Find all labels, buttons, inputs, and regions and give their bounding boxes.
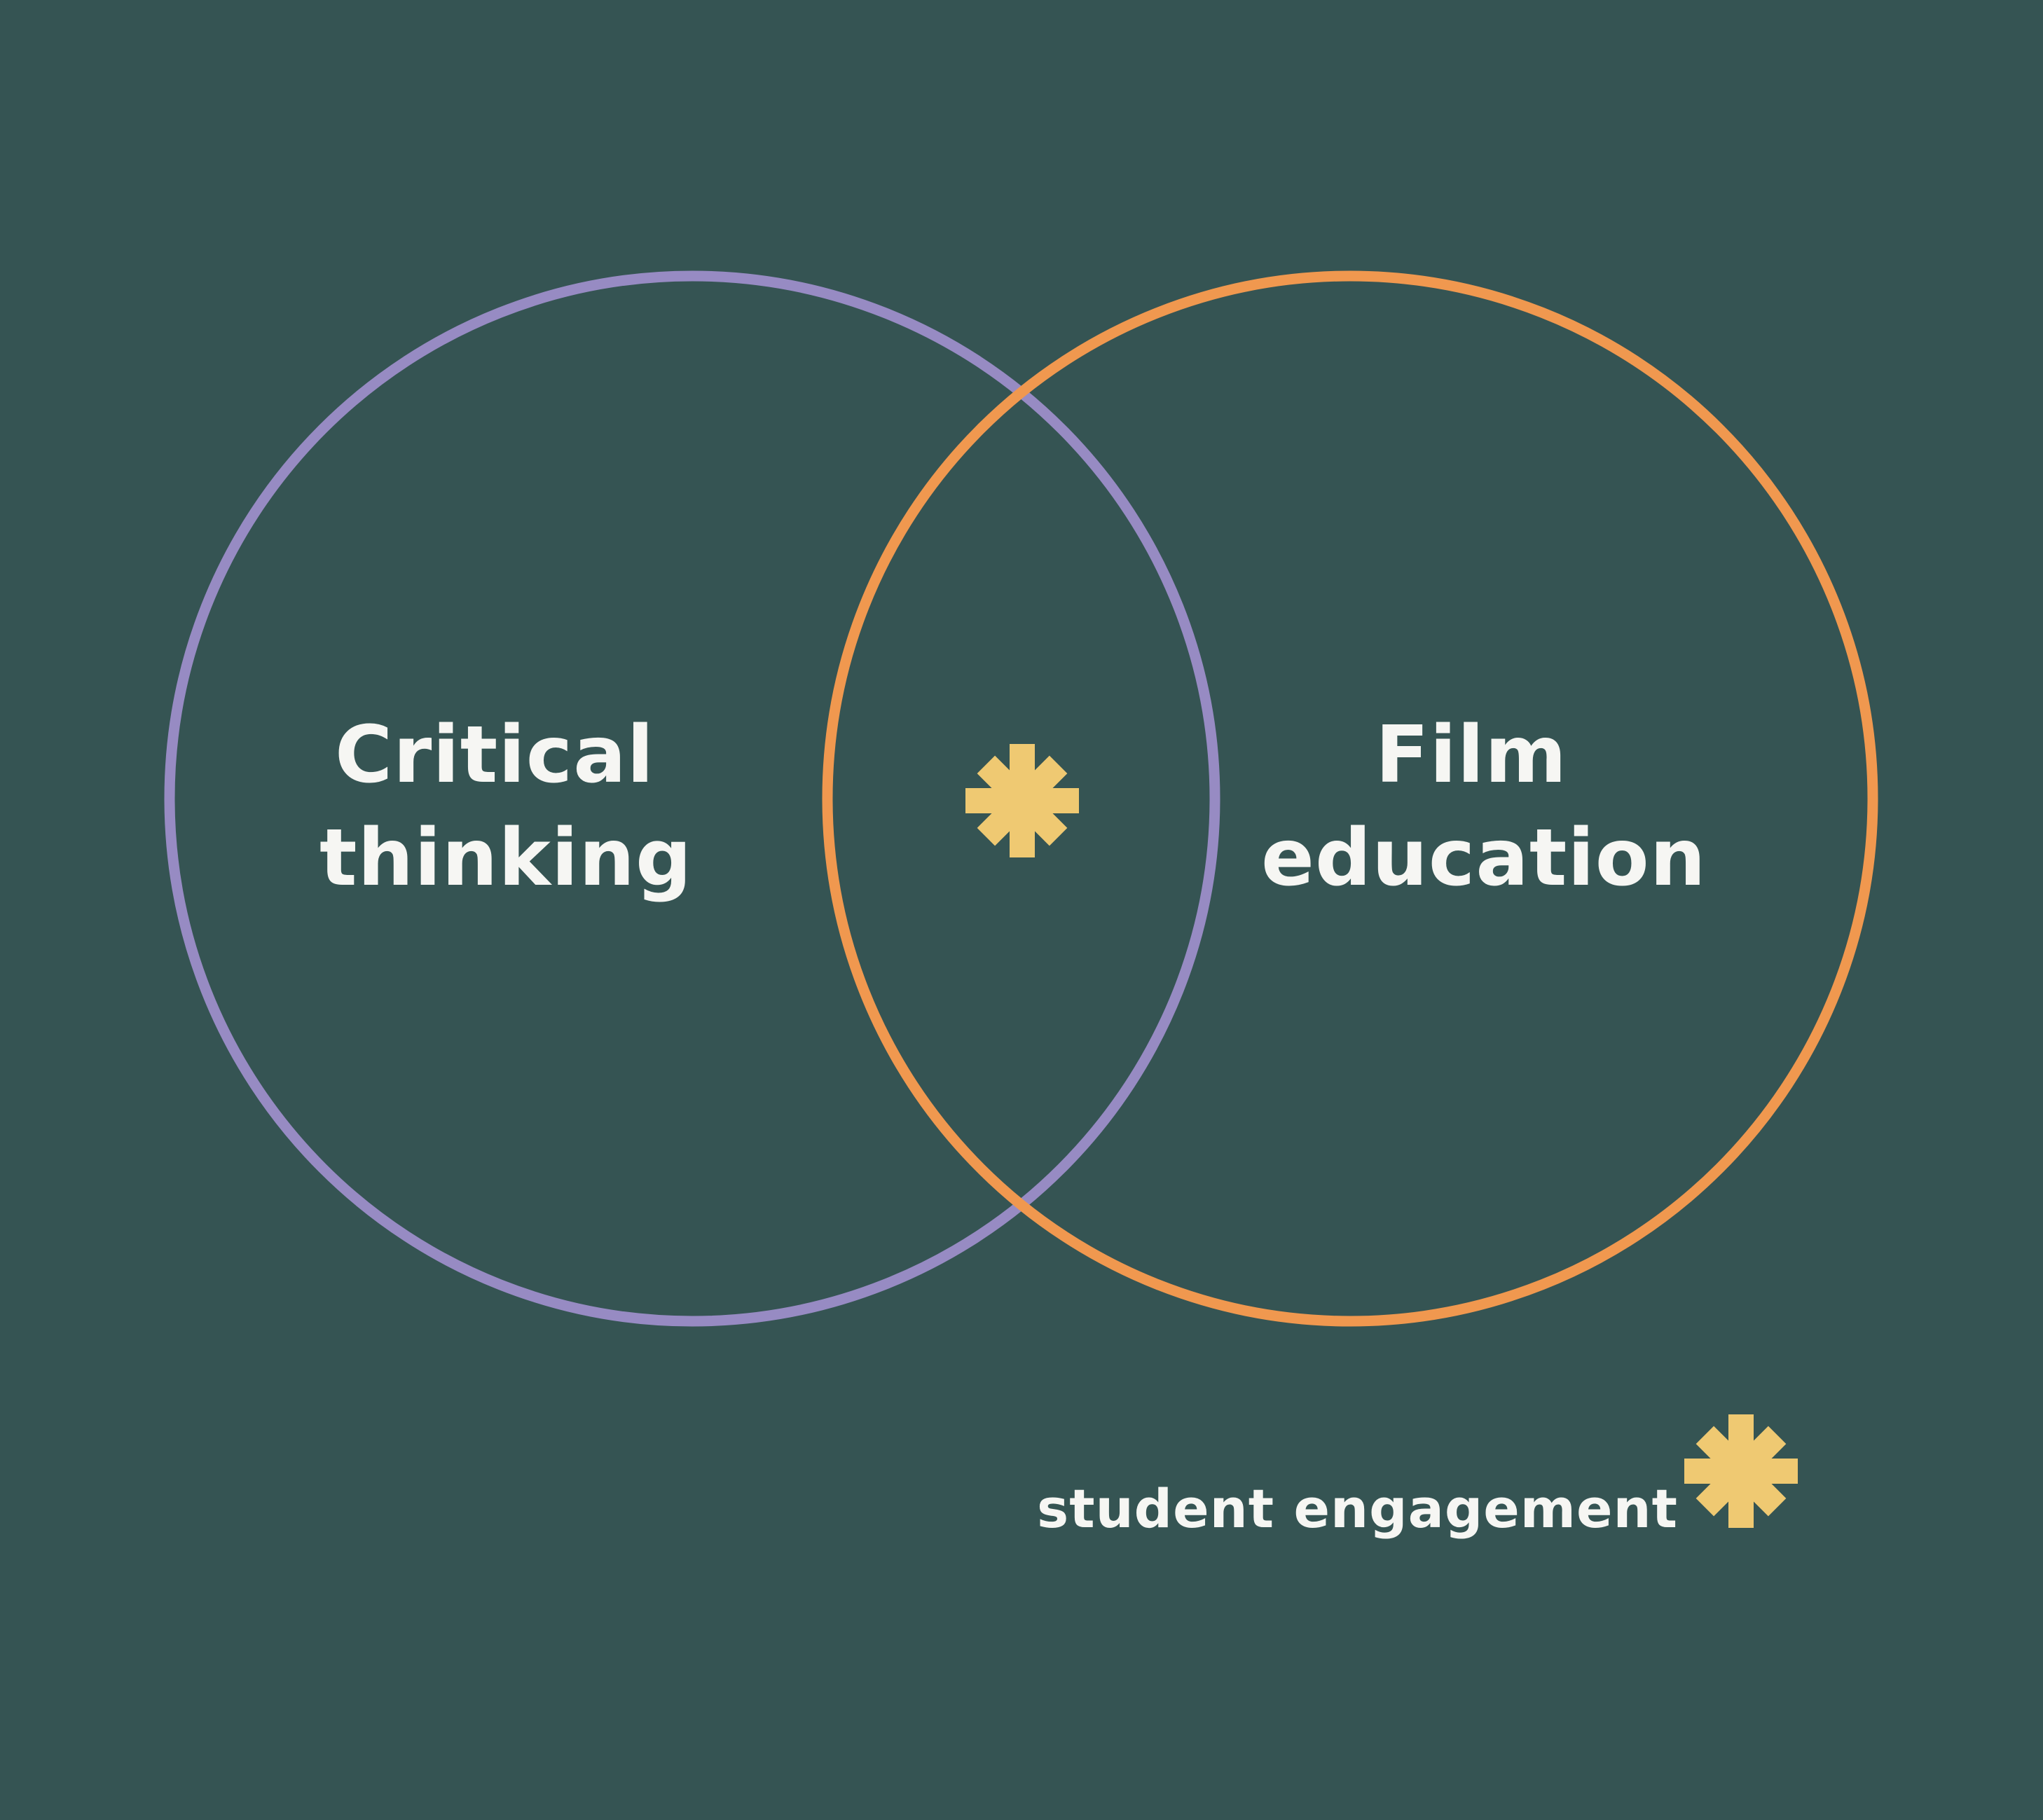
legend-label: student engagement (1037, 1477, 1678, 1540)
circle-critical-thinking (164, 270, 1220, 1327)
label-line: Film (1375, 710, 1567, 801)
label-line: Critical (334, 710, 655, 801)
asterisk-icon (965, 744, 1079, 857)
asterisk-icon (1684, 1414, 1798, 1528)
circle-film-education (822, 270, 1878, 1327)
label-critical-thinking: Critical thinking (319, 704, 693, 910)
label-line: thinking (319, 813, 693, 904)
label-line: education (1261, 813, 1707, 904)
label-film-education: Film education (1261, 704, 1707, 910)
